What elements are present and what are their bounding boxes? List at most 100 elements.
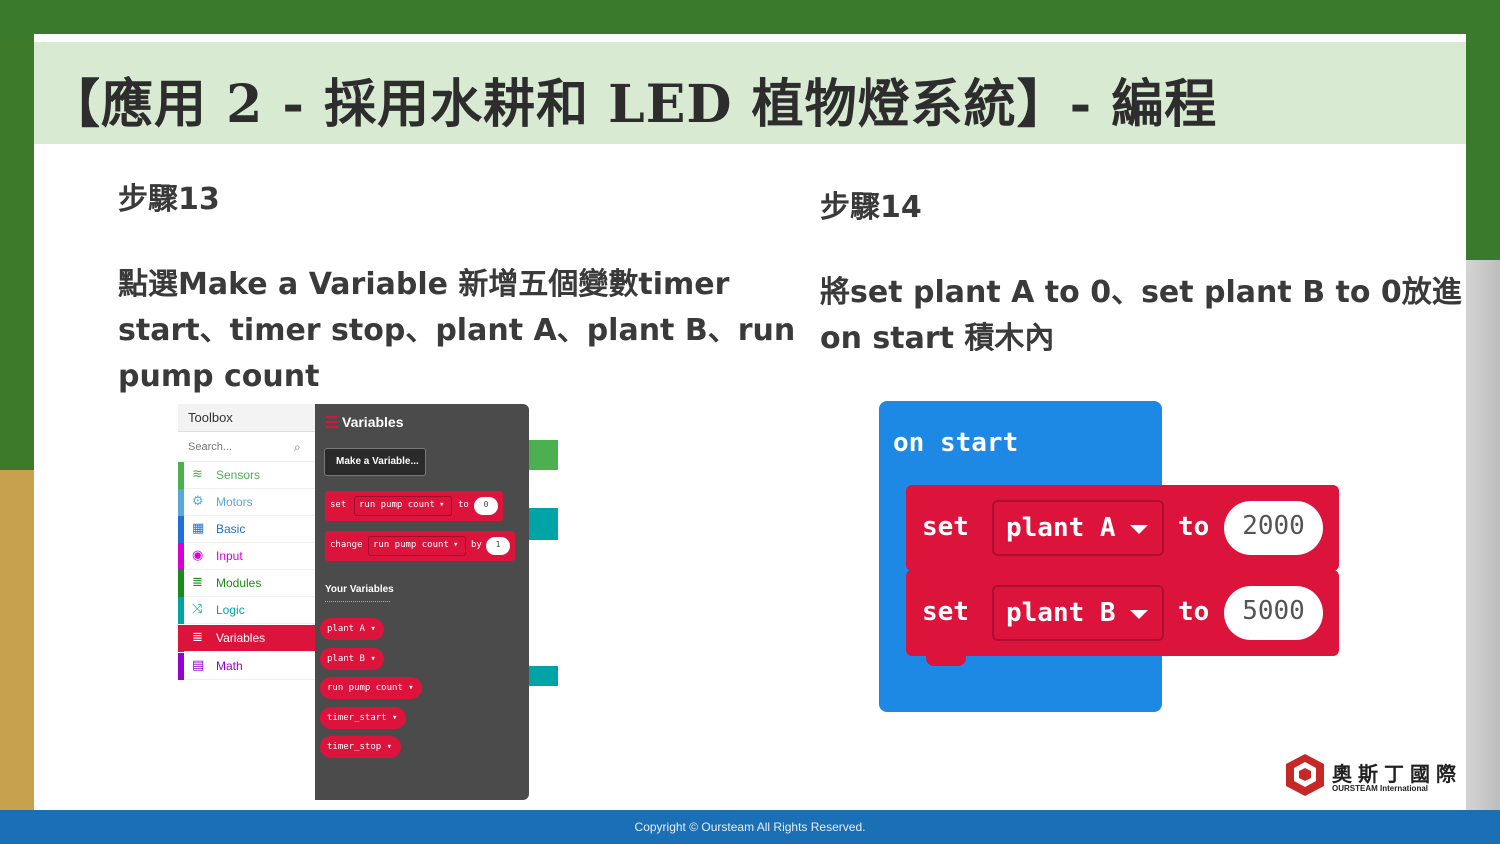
block-keyword: by (471, 540, 482, 550)
variable-reporter[interactable]: timer_start ▾ (320, 707, 406, 729)
set-block[interactable]: set run pump count ▾ to 0 (325, 491, 503, 521)
calculator-icon: ▤ (192, 658, 205, 673)
block-notch (926, 654, 966, 666)
logo-english-name: OURSTEAM International (1332, 784, 1429, 793)
dropdown-arrow-icon: ▾ (408, 683, 414, 693)
toolbox-search[interactable]: Search... ⌕ (178, 434, 315, 462)
category-label: Motors (216, 495, 253, 509)
variable-label: plant A (327, 624, 365, 634)
variable-dropdown[interactable]: plant A (992, 500, 1164, 556)
block-keyword: change (330, 540, 363, 550)
variables-flyout: Variables Make a Variable... set run pum… (315, 404, 529, 800)
dropdown-arrow-icon: ▾ (392, 713, 398, 723)
toolbox-header: Toolbox (178, 404, 315, 432)
make-variable-button[interactable]: Make a Variable... (324, 448, 426, 476)
background-top (0, 0, 1500, 40)
set-plant-a-block[interactable]: set plant A to 2000 (906, 485, 1339, 571)
dropdown-arrow-icon: ▾ (439, 500, 445, 510)
background-right-gray (1460, 260, 1500, 844)
title-bar: 【應用 2 - 採用水耕和 LED 植物燈系統】- 編程 (34, 42, 1466, 144)
your-variables-label: Your Variables (325, 584, 394, 595)
step14-desc-line2: on start 積木內 (820, 321, 1055, 356)
grid-icon: ▦ (192, 521, 205, 536)
workspace-strip (529, 666, 558, 686)
dropdown-arrow-icon: ▾ (370, 624, 376, 634)
block-keyword: set (922, 512, 969, 542)
toolbox-category-motors[interactable]: ⚙ Motors (178, 489, 315, 516)
toolbox-category-basic[interactable]: ▦ Basic (178, 516, 315, 543)
block-keyword: to (458, 500, 469, 510)
dropdown-arrow-icon (1130, 525, 1148, 534)
category-label: Math (216, 659, 243, 673)
slide-title: 【應用 2 - 採用水耕和 LED 植物燈系統】- 編程 (48, 74, 1218, 135)
category-label: Variables (216, 631, 266, 645)
category-label: Basic (216, 522, 246, 536)
footer: Copyright © Oursteam All Rights Reserved… (0, 810, 1500, 844)
toolbox-category-math[interactable]: ▤ Math (178, 653, 315, 680)
background-left (0, 470, 40, 844)
dropdown-arrow-icon: ▾ (453, 540, 459, 550)
category-label: Logic (216, 603, 245, 617)
step14-title: 步驟14 (820, 190, 922, 225)
toolbox-search-placeholder: Search... (188, 441, 233, 453)
dropdown-arrow-icon: ▾ (386, 742, 393, 752)
variable-reporter[interactable]: run pump count ▾ (320, 677, 422, 699)
flyout-title: Variables (342, 414, 404, 430)
dropdown-value: plant A (1006, 513, 1116, 543)
workspace-strip (529, 440, 558, 470)
variable-label: plant B (327, 654, 365, 664)
category-label: Sensors (216, 468, 261, 482)
variable-dropdown[interactable]: run pump count ▾ (368, 536, 466, 556)
logo-chinese-name: 奧斯丁國際 (1332, 762, 1462, 786)
step13-desc-line1: 點選Make a Variable 新增五個變數timer (118, 267, 730, 302)
toolbox-header-label: Toolbox (188, 410, 233, 425)
dropdown-value: plant B (1006, 598, 1116, 628)
hamburger-icon (326, 416, 338, 428)
toolbox-screenshot: Toolbox Search... ⌕ ≋ Sensors ⚙ Motors ▦… (178, 404, 558, 800)
variable-label: timer_stop (327, 742, 382, 752)
oursteam-logo-icon (1286, 754, 1324, 796)
block-keyword: to (1178, 512, 1210, 542)
list-icon: ≣ (192, 630, 203, 645)
variable-label: timer_start (327, 713, 387, 723)
step13-desc-line3: pump count (118, 359, 320, 394)
wifi-icon: ≋ (192, 467, 203, 482)
toolbox-category-logic[interactable]: ⤨ Logic (178, 597, 315, 624)
toolbox-category-input[interactable]: ◉ Input (178, 543, 315, 570)
step13-desc-line2: start、timer stop、plant A、plant B、run (118, 313, 796, 348)
set-plant-b-block[interactable]: set plant B to 5000 (906, 570, 1339, 656)
variable-reporter[interactable]: plant B ▾ (320, 648, 384, 670)
variable-reporter[interactable]: plant A ▾ (320, 618, 384, 640)
toolbox-category-variables[interactable]: ≣ Variables (178, 625, 315, 652)
circle-icon: ◉ (192, 548, 204, 563)
block-keyword: to (1178, 597, 1210, 627)
block-keyword: set (330, 500, 347, 510)
block-keyword: set (922, 597, 969, 627)
toolbox-category-modules[interactable]: ≣ Modules (178, 570, 315, 597)
dropdown-value: run pump count (373, 540, 449, 550)
shuffle-icon: ⤨ (192, 602, 203, 617)
step14-desc-line1: 將set plant A to 0、set plant B to 0放進 (820, 275, 1462, 310)
search-icon: ⌕ (294, 440, 301, 454)
dropdown-value: run pump count (359, 500, 435, 510)
dropdown-arrow-icon: ▾ (370, 654, 376, 664)
variable-dropdown[interactable]: run pump count ▾ (354, 496, 452, 516)
category-label: Input (216, 549, 243, 563)
step13-title: 步驟13 (118, 182, 220, 217)
variable-reporter[interactable]: timer_stop ▾ (320, 736, 401, 758)
value-input[interactable]: 1 (486, 537, 510, 555)
copyright-text: Copyright © Oursteam All Rights Reserved… (634, 820, 866, 834)
list-icon: ≣ (192, 575, 203, 590)
change-block[interactable]: change run pump count ▾ by 1 (325, 531, 515, 561)
divider (325, 601, 390, 602)
toolbox-category-sensors[interactable]: ≋ Sensors (178, 462, 315, 489)
variable-label: run pump count (327, 683, 403, 693)
value-input[interactable]: 5000 (1224, 586, 1323, 640)
category-label: Modules (216, 576, 262, 590)
value-input[interactable]: 0 (474, 497, 498, 515)
gear-icon: ⚙ (192, 494, 204, 509)
value-input[interactable]: 2000 (1224, 501, 1323, 555)
workspace-strip (529, 508, 558, 540)
variable-dropdown[interactable]: plant B (992, 585, 1164, 641)
dropdown-arrow-icon (1130, 610, 1148, 619)
